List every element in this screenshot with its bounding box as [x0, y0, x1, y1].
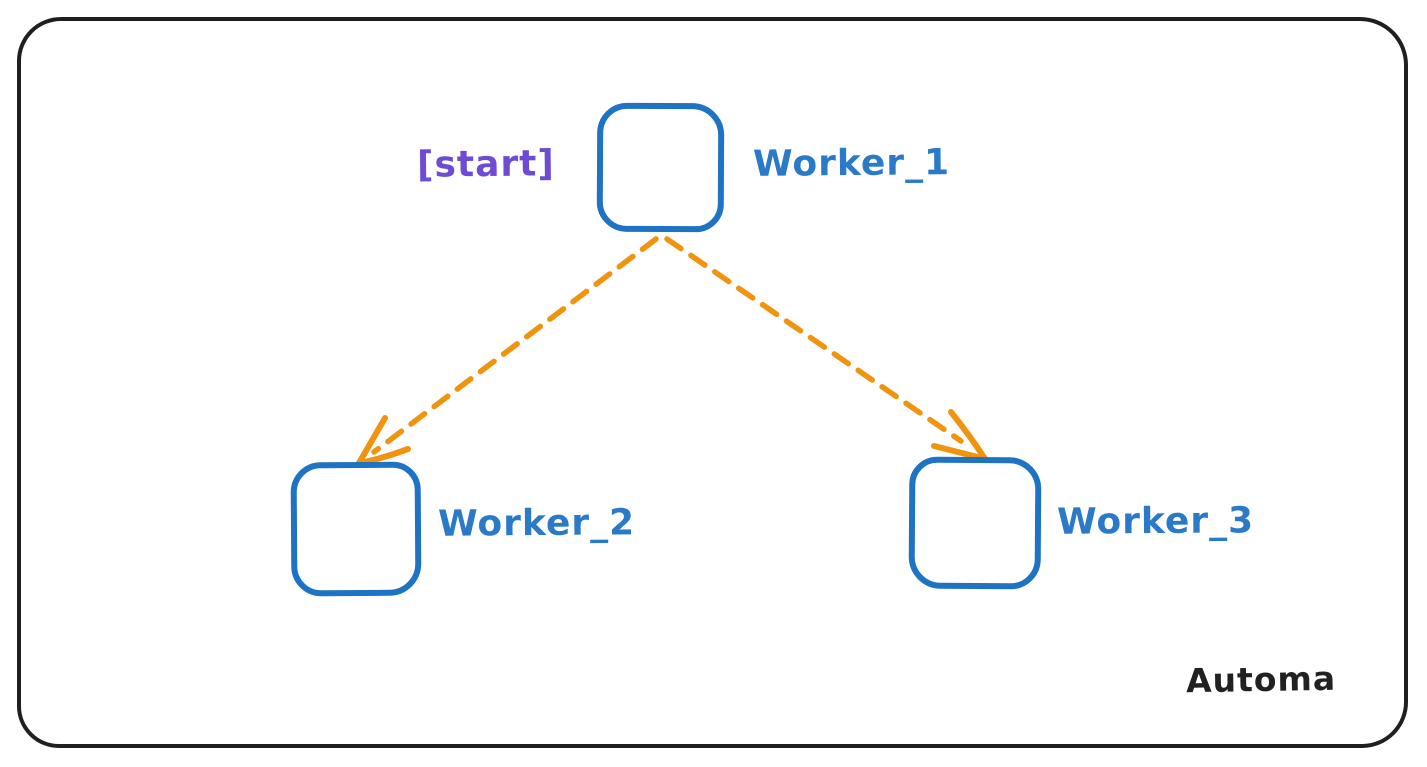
- node-worker-2[interactable]: [290, 461, 422, 597]
- start-annotation: [start]: [416, 143, 556, 186]
- automa-watermark: Automa: [1185, 658, 1337, 701]
- node-worker-1[interactable]: [596, 102, 725, 233]
- node-worker-3[interactable]: [908, 456, 1042, 590]
- outer-frame-border: [17, 17, 1408, 748]
- node-worker-3-label: Worker_3: [1056, 500, 1255, 543]
- node-worker-1-label: Worker_1: [752, 142, 951, 185]
- node-worker-2-label: Worker_2: [437, 502, 636, 545]
